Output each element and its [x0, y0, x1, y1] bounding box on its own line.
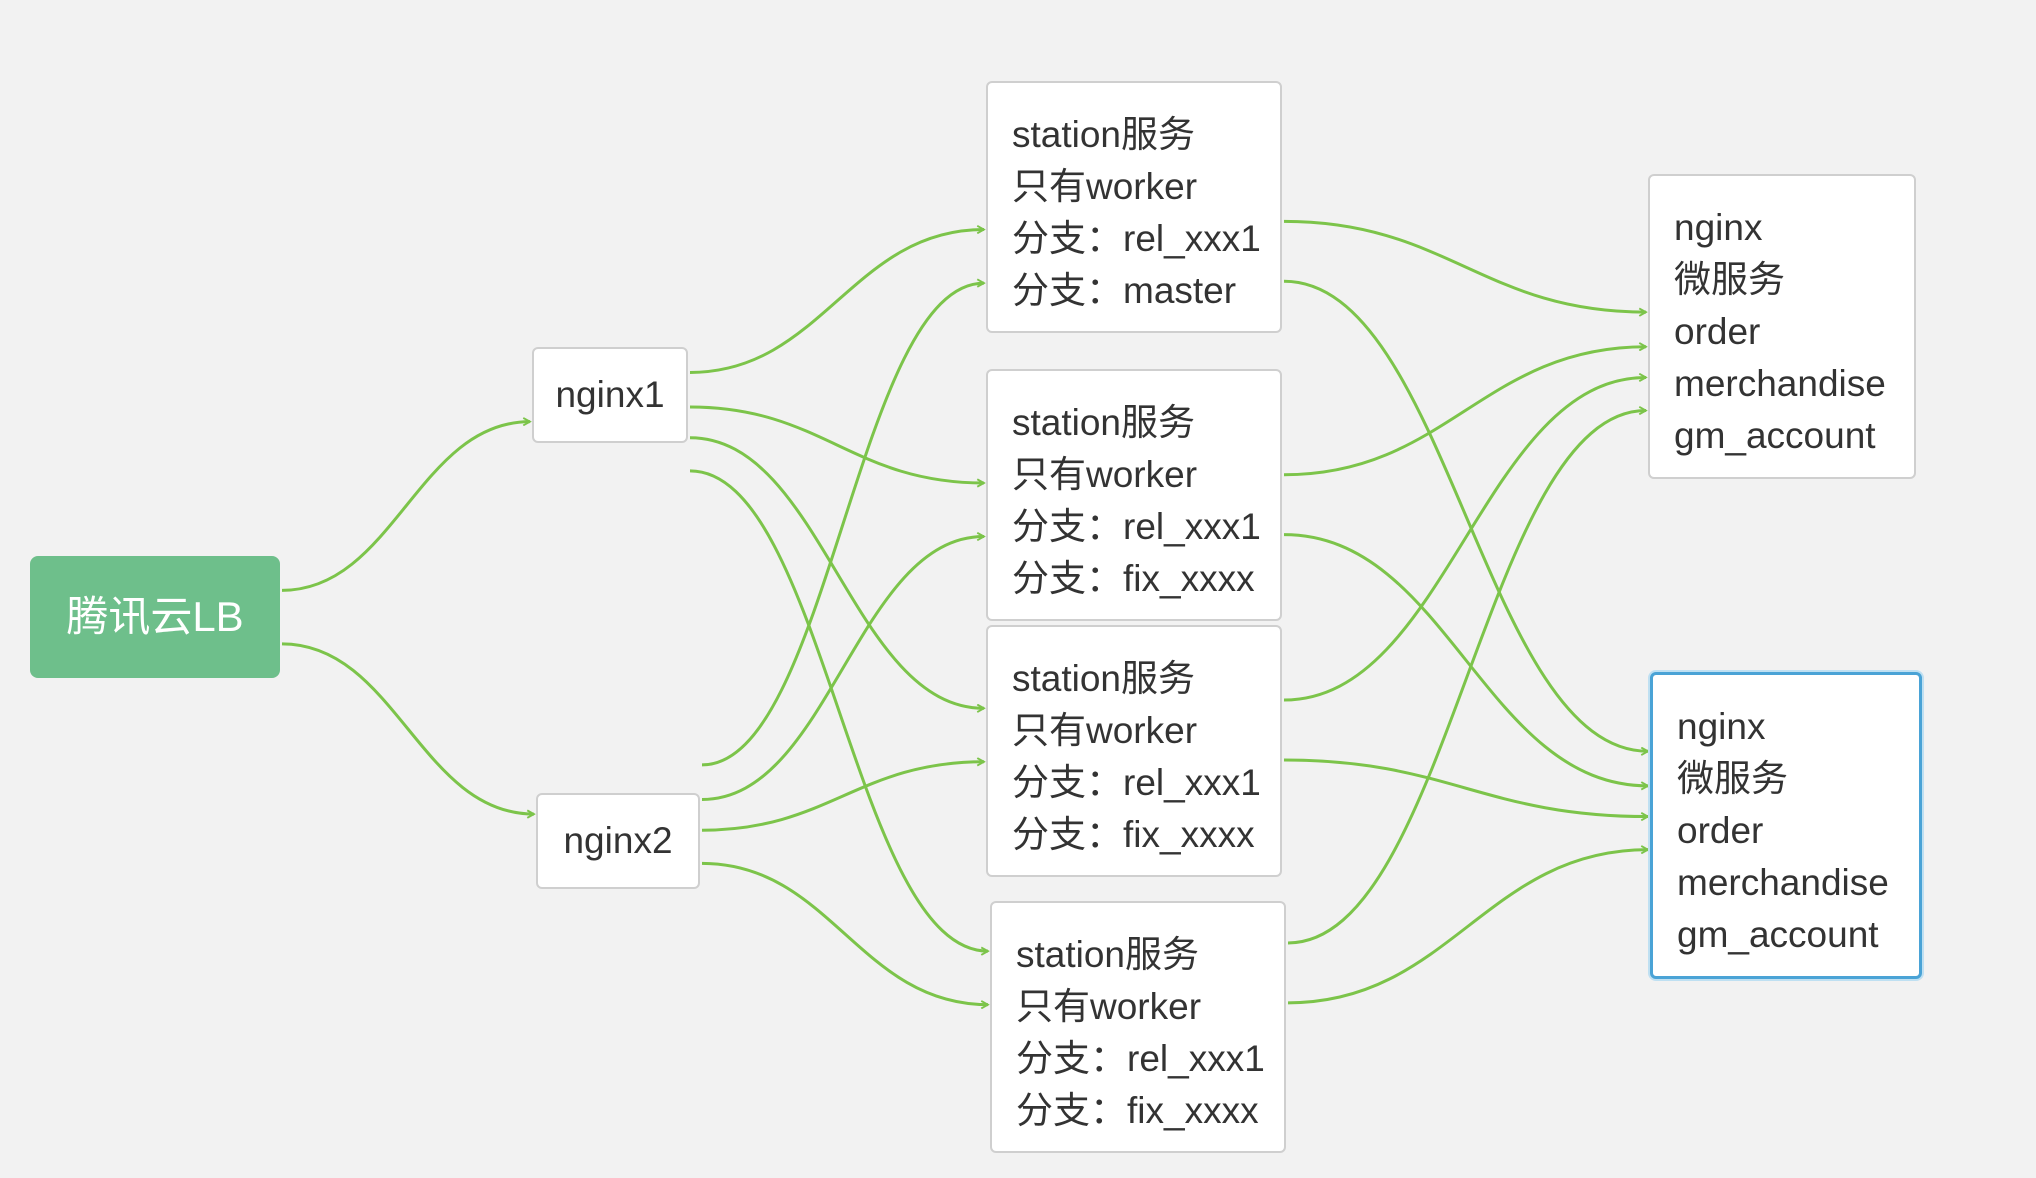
microservice-node-2-line: order [1677, 810, 1764, 851]
station-node-4-line: 分支：fix_xxxx [1016, 1090, 1259, 1131]
station-node-2-line: 只有worker [1012, 454, 1198, 495]
microservice-node-1-line: nginx [1674, 207, 1763, 248]
station-node-2[interactable]: station服务 只有worker 分支：rel_xxx1 分支：fix_xx… [986, 369, 1282, 621]
edge-lb-to-nginx1 [281, 422, 530, 592]
station-node-1[interactable]: station服务 只有worker 分支：rel_xxx1 分支：master [986, 81, 1282, 333]
edge-station1-to-ms1 [1283, 219, 1646, 312]
station-node-2-line: 分支：fix_xxxx [1012, 558, 1255, 599]
station-node-4-line: 只有worker [1016, 986, 1202, 1027]
nginx1-node[interactable]: nginx1 [532, 347, 688, 443]
microservice-node-1[interactable]: nginx 微服务 order merchandise gm_account [1648, 174, 1916, 479]
microservice-node-1-line: merchandise [1674, 363, 1886, 404]
microservice-node-2-line: nginx [1677, 706, 1766, 747]
edge-station4-to-ms2 [1287, 850, 1648, 1005]
microservice-node-2-line: gm_account [1677, 914, 1879, 955]
microservice-node-2-line: 微服务 [1677, 758, 1788, 799]
station-node-3[interactable]: station服务 只有worker 分支：rel_xxx1 分支：fix_xx… [986, 625, 1282, 877]
edge-nginx1-to-station4 [689, 469, 988, 951]
edge-station2-to-ms2 [1283, 533, 1648, 786]
microservice-node-1-line: gm_account [1674, 415, 1876, 456]
edge-nginx1-to-station2 [689, 405, 984, 483]
station-node-2-line: 分支：rel_xxx1 [1012, 506, 1261, 547]
edge-station4-to-ms1 [1287, 411, 1646, 945]
station-node-3-line: 只有worker [1012, 710, 1198, 751]
lb-node[interactable]: 腾讯云LB [30, 556, 280, 678]
edge-nginx2-to-station2 [701, 537, 984, 801]
station-node-2-line: station服务 [1012, 402, 1196, 443]
station-node-4[interactable]: station服务 只有worker 分支：rel_xxx1 分支：fix_xx… [990, 901, 1286, 1153]
station-node-3-line: 分支：rel_xxx1 [1012, 762, 1261, 803]
microservice-node-2-line: merchandise [1677, 862, 1889, 903]
station-node-3-line: station服务 [1012, 658, 1196, 699]
station-node-4-line: station服务 [1016, 934, 1200, 975]
station-node-4-line: 分支：rel_xxx1 [1016, 1038, 1265, 1079]
station-node-1-line: 分支：rel_xxx1 [1012, 218, 1261, 259]
edge-nginx2-to-station3 [701, 762, 984, 832]
edge-station2-to-ms1 [1283, 347, 1646, 477]
station-node-3-line: 分支：fix_xxxx [1012, 814, 1255, 855]
microservice-node-1-line: order [1674, 311, 1761, 352]
edge-nginx1-to-station3 [689, 436, 984, 709]
station-node-1-line: 分支：master [1012, 270, 1237, 311]
edge-station3-to-ms2 [1283, 758, 1648, 817]
edge-station1-to-ms2 [1283, 279, 1648, 751]
microservice-node-2[interactable]: nginx 微服务 order merchandise gm_account [1650, 672, 1922, 979]
edge-nginx2-to-station4 [701, 861, 988, 1004]
edge-nginx2-to-station1 [701, 283, 984, 767]
station-node-1-line: 只有worker [1012, 166, 1198, 207]
lb-node-label: 腾讯云LB [66, 593, 244, 640]
edge-station3-to-ms1 [1283, 377, 1646, 702]
nginx1-node-label: nginx1 [555, 374, 665, 415]
nginx2-node-label: nginx2 [563, 820, 673, 861]
microservice-node-1-line: 微服务 [1674, 259, 1785, 300]
nginx2-node[interactable]: nginx2 [536, 793, 700, 889]
station-node-1-line: station服务 [1012, 114, 1196, 155]
edge-nginx1-to-station1 [689, 230, 984, 374]
edge-lb-to-nginx2 [281, 642, 534, 814]
